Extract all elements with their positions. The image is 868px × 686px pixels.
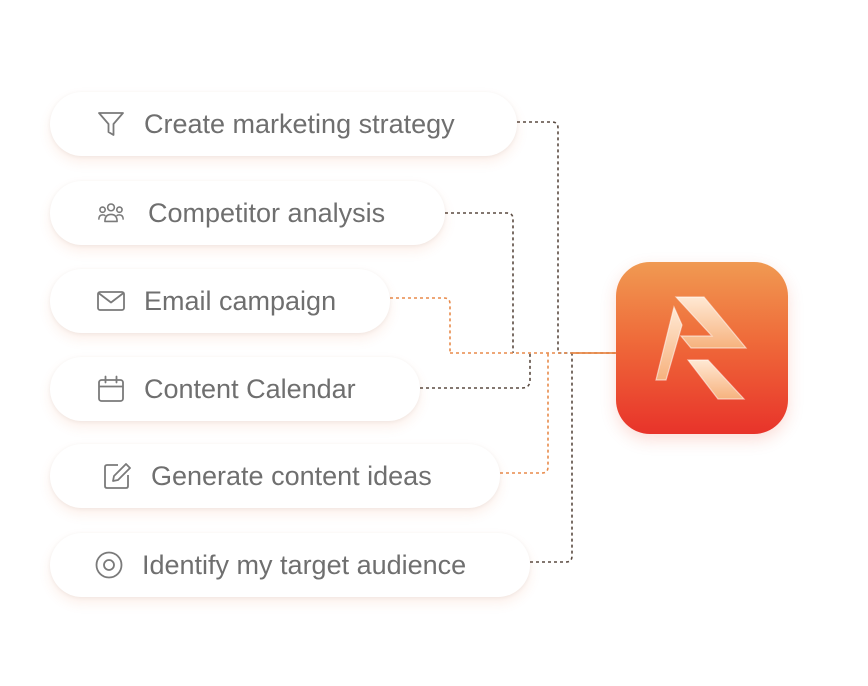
option-label: Identify my target audience	[142, 549, 467, 580]
app-logo	[616, 262, 788, 434]
connector-identify-target-audience	[530, 353, 573, 563]
connector-create-marketing-strategy	[517, 121, 616, 354]
option-create-marketing-strategy[interactable]: Create marketing strategy	[50, 92, 517, 156]
option-email-campaign[interactable]: Email campaign	[50, 269, 390, 333]
target-icon	[94, 550, 124, 580]
funnel-icon	[96, 109, 126, 139]
option-content-calendar[interactable]: Content Calendar	[50, 357, 420, 421]
option-label: Content Calendar	[144, 373, 356, 404]
edit-icon	[102, 461, 132, 491]
option-label: Competitor analysis	[148, 197, 386, 228]
option-generate-content-ideas[interactable]: Generate content ideas	[50, 444, 500, 508]
connector-generate-content-ideas	[500, 353, 549, 474]
option-identify-target-audience[interactable]: Identify my target audience	[50, 533, 530, 597]
mail-icon	[96, 286, 126, 316]
option-label: Generate content ideas	[151, 460, 432, 491]
app-logo-mark	[655, 296, 748, 400]
connector-competitor-analysis	[445, 212, 514, 353]
option-label: Create marketing strategy	[144, 108, 455, 139]
connector-content-calendar	[420, 353, 531, 389]
option-competitor-analysis[interactable]: Competitor analysis	[50, 181, 445, 245]
calendar-icon	[96, 374, 126, 404]
users-icon	[96, 198, 126, 228]
connector-email-campaign	[390, 297, 451, 353]
option-label: Email campaign	[144, 285, 337, 316]
